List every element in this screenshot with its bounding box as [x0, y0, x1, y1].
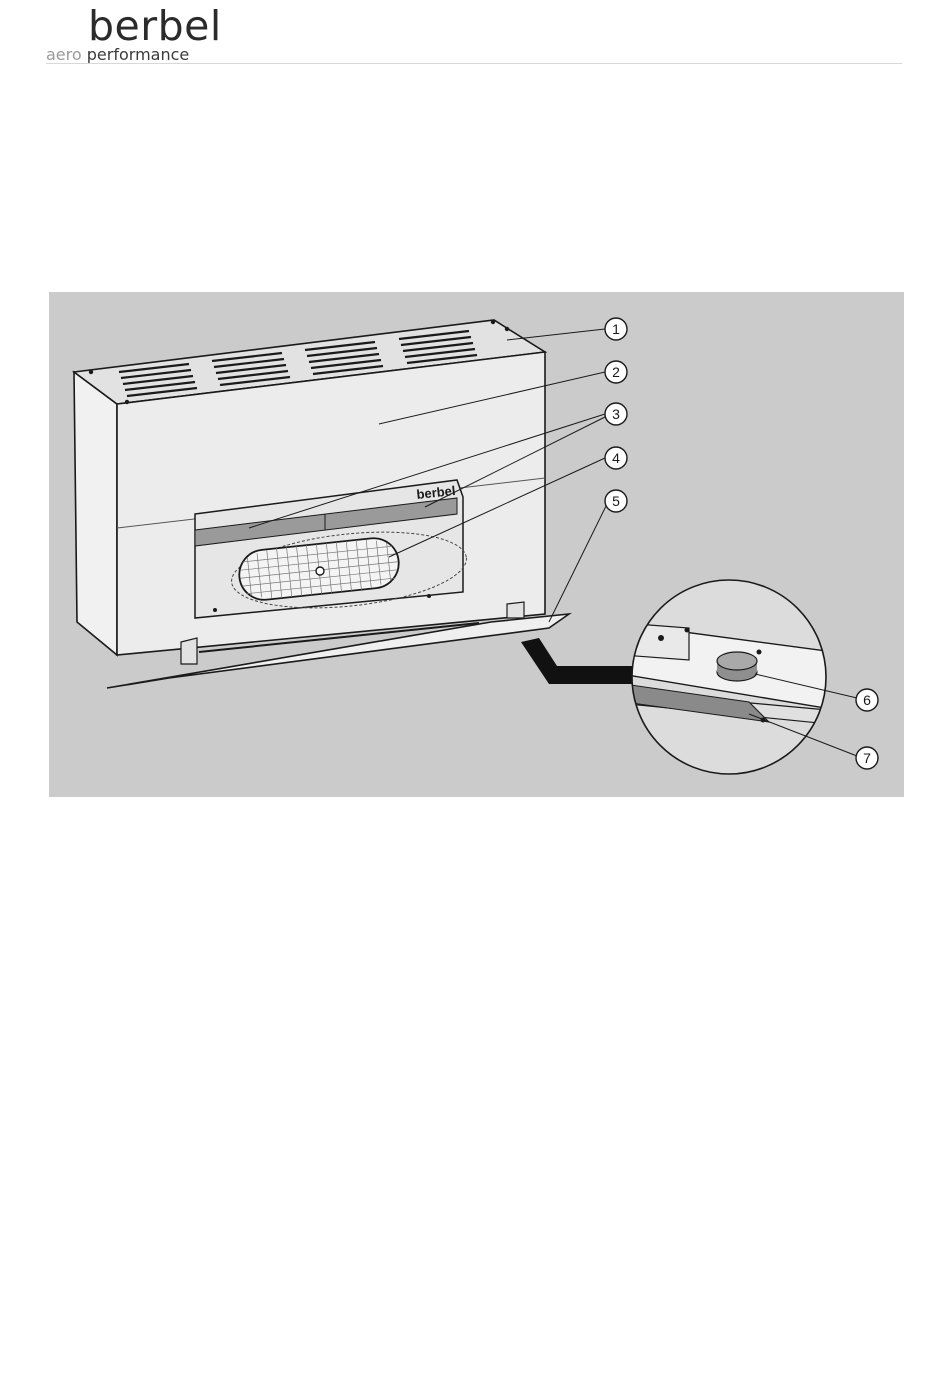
svg-text:7: 7 — [863, 750, 871, 766]
svg-text:1: 1 — [612, 321, 620, 337]
housing-side-panel — [74, 372, 117, 655]
svg-text:3: 3 — [612, 406, 620, 422]
callout-6: 6 — [856, 689, 878, 711]
screw-top-left — [89, 370, 93, 374]
filter-knob — [316, 567, 324, 575]
product-illustration: berbel — [49, 292, 904, 797]
callout-1: 1 — [605, 318, 627, 340]
screw-drawer-left — [213, 608, 217, 612]
callout-3: 3 — [605, 403, 627, 425]
header-divider — [46, 63, 902, 64]
brand-wordmark: berbel — [88, 4, 222, 48]
brand-logo: berbel aero performance — [46, 4, 246, 66]
svg-text:2: 2 — [612, 364, 620, 380]
callout-5: 5 — [605, 490, 627, 512]
svg-text:6: 6 — [863, 692, 871, 708]
callout-7: 7 — [856, 747, 878, 769]
callout-4: 4 — [605, 447, 627, 469]
svg-text:4: 4 — [612, 450, 620, 466]
screw-drawer-right — [427, 594, 431, 598]
tagline-aero: aero — [46, 45, 82, 64]
screw-front-right — [505, 327, 509, 331]
tagline-performance: performance — [87, 45, 189, 64]
callout-2: 2 — [605, 361, 627, 383]
screw-front-left — [125, 400, 129, 404]
illustration-svg: berbel — [49, 292, 904, 797]
screw-top-right — [491, 320, 495, 324]
brand-tagline: aero performance — [46, 46, 189, 64]
foot-left — [181, 638, 197, 664]
foot-right — [507, 602, 524, 618]
svg-text:5: 5 — [612, 493, 620, 509]
